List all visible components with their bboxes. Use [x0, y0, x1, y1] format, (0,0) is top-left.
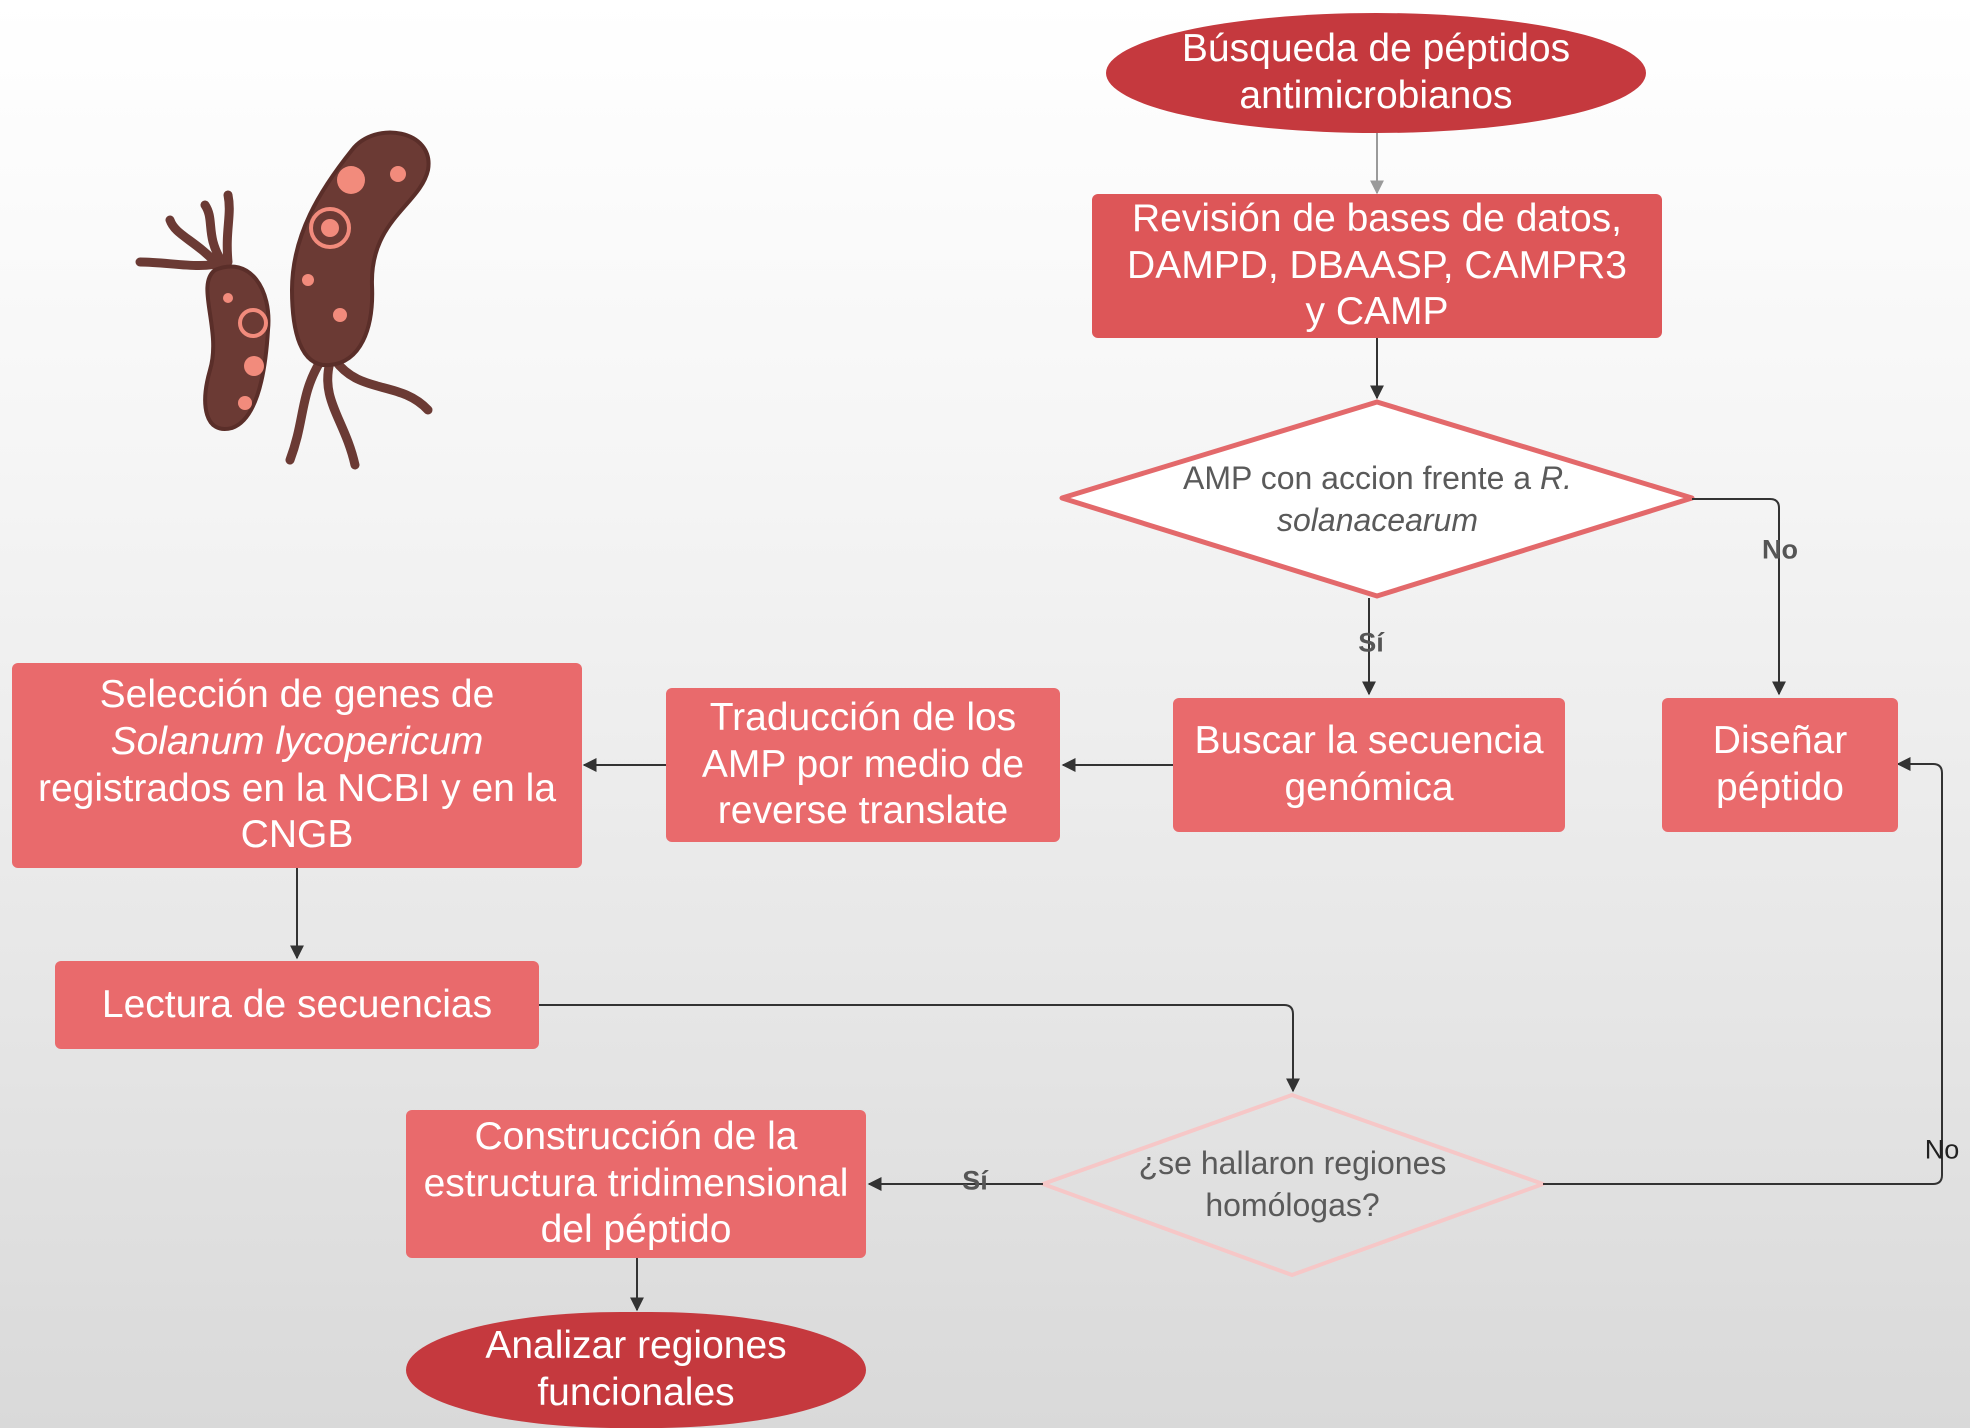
decision2-yes-label: Sí	[962, 1165, 988, 1196]
decision1-text: AMP con accion frente a R. solanacearum	[1150, 450, 1605, 550]
edge-decision1-no	[1692, 498, 1786, 696]
read-sequences-label: Lectura de secuencias	[101, 982, 493, 1026]
decision1-no-label: No	[1762, 534, 1798, 565]
bacteria-icon	[135, 130, 433, 470]
translation-label: Traducción de los AMP por medio de rever…	[701, 695, 1025, 833]
design-peptide-label: Diseñar péptido	[1712, 719, 1848, 809]
decision-diamond-homologous	[1041, 1093, 1545, 1277]
decision1-yes-label: Sí	[1358, 627, 1384, 658]
decision2-label: ¿se hallaron regiones homólogas?	[1138, 1145, 1447, 1223]
construction-node: Construcción de la estructura tridimensi…	[406, 1110, 866, 1258]
gene-selection-species: Solanum lycopericum	[110, 719, 484, 763]
decision2-no-label: No	[1924, 1134, 1960, 1165]
edge-read-decision2	[539, 1004, 1300, 1093]
decision-diamond-amp	[1059, 399, 1695, 599]
gene-selection-node: Selección de genes de Solanum lycopericu…	[12, 663, 582, 868]
decision2-text: ¿se hallaron regiones homólogas?	[1105, 1140, 1480, 1230]
design-peptide-node: Diseñar péptido	[1662, 698, 1898, 832]
databases-node: Revisión de bases de datos, DAMPD, DBAAS…	[1092, 194, 1662, 338]
edge-decision2-no	[1543, 757, 1943, 1185]
read-sequences-node: Lectura de secuencias	[55, 961, 539, 1049]
end-node: Analizar regiones funcionales	[406, 1312, 866, 1428]
decision1-label: AMP con accion frente a	[1183, 460, 1540, 497]
start-label: Búsqueda de péptidos antimicrobianos	[1181, 27, 1571, 117]
construction-label: Construcción de la estructura tridimensi…	[423, 1114, 849, 1252]
decision1-italic: R. solanacearum	[1277, 460, 1572, 538]
databases-label: Revisión de bases de datos, DAMPD, DBAAS…	[1127, 196, 1627, 334]
search-sequence-label: Buscar la secuencia genómica	[1194, 719, 1544, 809]
gene-selection-line3: registrados en la NCBI y en la CNGB	[37, 766, 557, 857]
gene-selection-line1: Selección de genes de	[99, 672, 495, 716]
start-node: Búsqueda de péptidos antimicrobianos	[1106, 13, 1646, 133]
translation-node: Traducción de los AMP por medio de rever…	[666, 688, 1060, 842]
end-label: Analizar regiones funcionales	[485, 1324, 787, 1414]
search-sequence-node: Buscar la secuencia genómica	[1173, 698, 1565, 832]
